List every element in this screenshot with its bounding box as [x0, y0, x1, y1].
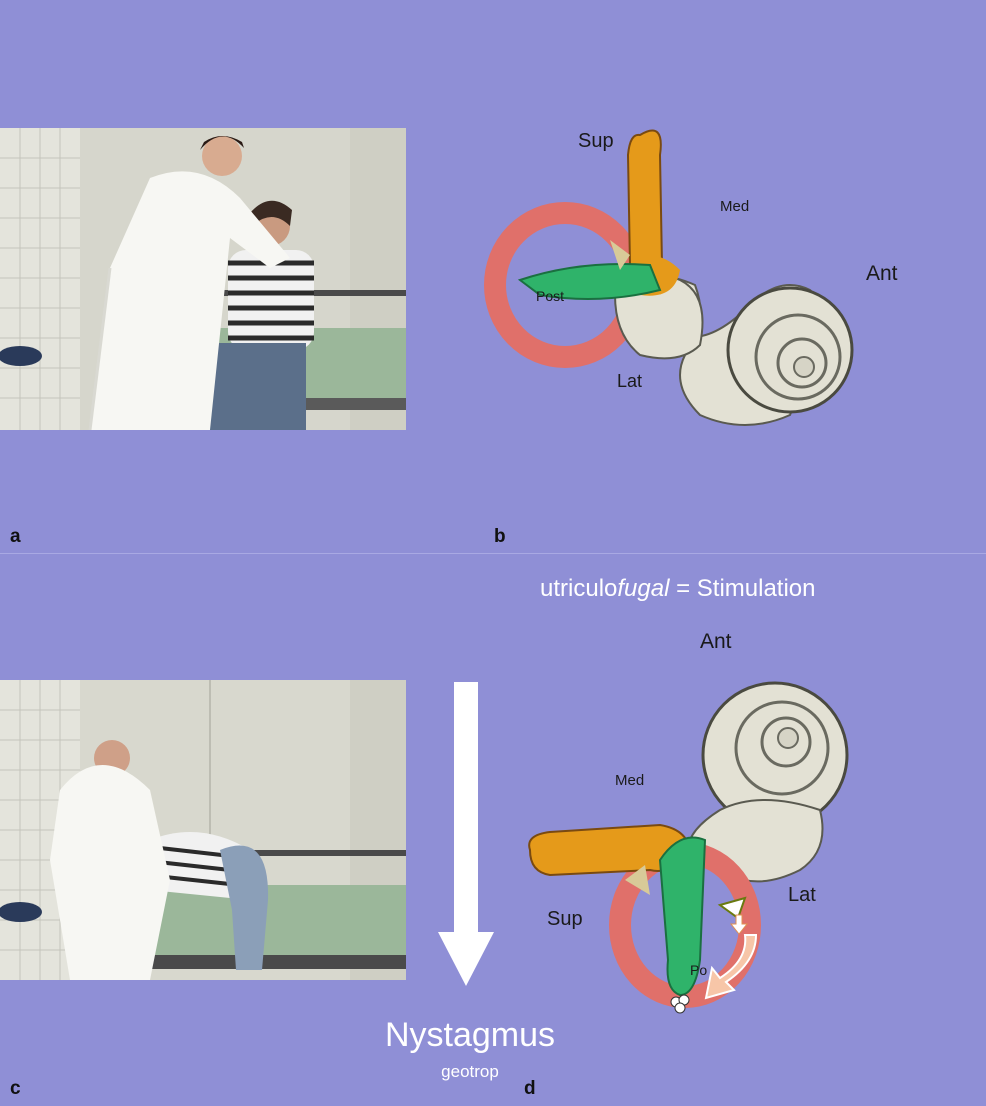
label-sup-bottom: Sup: [547, 908, 583, 931]
label-med-top: Med: [720, 198, 749, 215]
label-med-bottom: Med: [615, 772, 644, 789]
nystagmus-direction: geotrop: [420, 1062, 520, 1082]
photo-seated-patient: [0, 128, 406, 430]
label-post-partial-bottom: Po: [690, 962, 707, 978]
stimulation-suffix: = Stimulation: [669, 575, 815, 602]
label-sup-top: Sup: [578, 130, 614, 153]
label-ant-top: Ant: [866, 262, 898, 286]
nystagmus-label: Nystagmus: [360, 1016, 580, 1055]
stimulation-prefix: utriculo: [540, 575, 617, 602]
down-arrow-icon: [436, 682, 496, 988]
panel-divider: [0, 553, 986, 554]
panel-letter-b: b: [494, 526, 506, 548]
panel-letter-d: d: [524, 1078, 536, 1100]
stimulation-caption: utriculofugal = Stimulation: [540, 575, 816, 603]
panel-letter-a: a: [10, 526, 21, 548]
label-post-top: Post: [536, 288, 564, 304]
label-lat-bottom: Lat: [788, 884, 816, 907]
panel-letter-c: c: [10, 1078, 21, 1100]
label-ant-bottom: Ant: [700, 630, 732, 654]
otoconia-icon: [671, 995, 689, 1013]
label-lat-top: Lat: [617, 371, 642, 392]
photo-lying-patient: [0, 680, 406, 980]
stimulation-italic: fugal: [617, 575, 669, 602]
labyrinth-model-top: [480, 115, 880, 445]
